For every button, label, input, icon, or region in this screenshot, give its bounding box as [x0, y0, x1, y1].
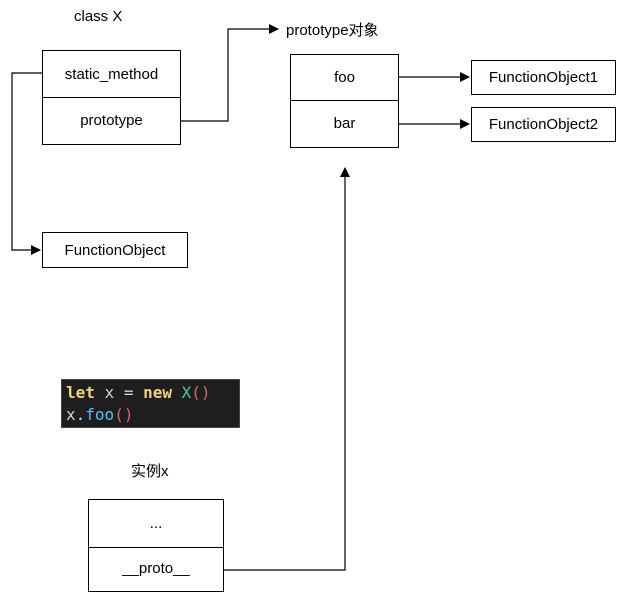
instance-box: ... __proto__	[88, 499, 224, 592]
code-var-x: x	[104, 383, 115, 402]
code-op-equals: =	[123, 383, 134, 402]
code-parens-1: ()	[191, 383, 211, 402]
prototype-foo-cell: foo	[291, 55, 398, 101]
function-object1-box: FunctionObject1	[471, 60, 616, 95]
class-x-box: static_method prototype	[42, 50, 181, 145]
instance-proto-cell: __proto__	[122, 560, 190, 577]
code-keyword-new: new	[143, 383, 173, 402]
prototype-object-title: prototype对象	[286, 22, 379, 39]
arrow-proto-to-prototype-object	[224, 167, 350, 571]
function-object2-box: FunctionObject2	[471, 107, 616, 142]
code-keyword-let: let	[66, 383, 95, 402]
code-parens-2: ()	[114, 405, 134, 424]
code-class-x: X	[181, 383, 192, 402]
code-line-1: let x = new X()	[66, 382, 235, 404]
instance-title: 实例x	[131, 463, 169, 480]
class-prototype-cell: prototype	[80, 112, 143, 129]
arrow-prototype-to-object	[181, 24, 279, 122]
prototype-object-box: foo bar	[290, 54, 399, 148]
code-fn-foo: foo	[85, 405, 115, 424]
code-line-2: x.foo()	[66, 404, 235, 426]
prototype-bar-cell: bar	[333, 115, 356, 132]
code-dot: .	[75, 405, 86, 424]
arrow-static-to-functionobject	[11, 72, 42, 255]
code-obj-x: x	[66, 405, 76, 424]
instance-ellipsis-cell: ...	[89, 500, 223, 548]
function-object-box: FunctionObject	[42, 232, 188, 268]
class-static-method-cell: static_method	[43, 51, 180, 98]
class-x-title: class X	[74, 8, 123, 25]
code-snippet: let x = new X() x.foo()	[61, 379, 240, 428]
